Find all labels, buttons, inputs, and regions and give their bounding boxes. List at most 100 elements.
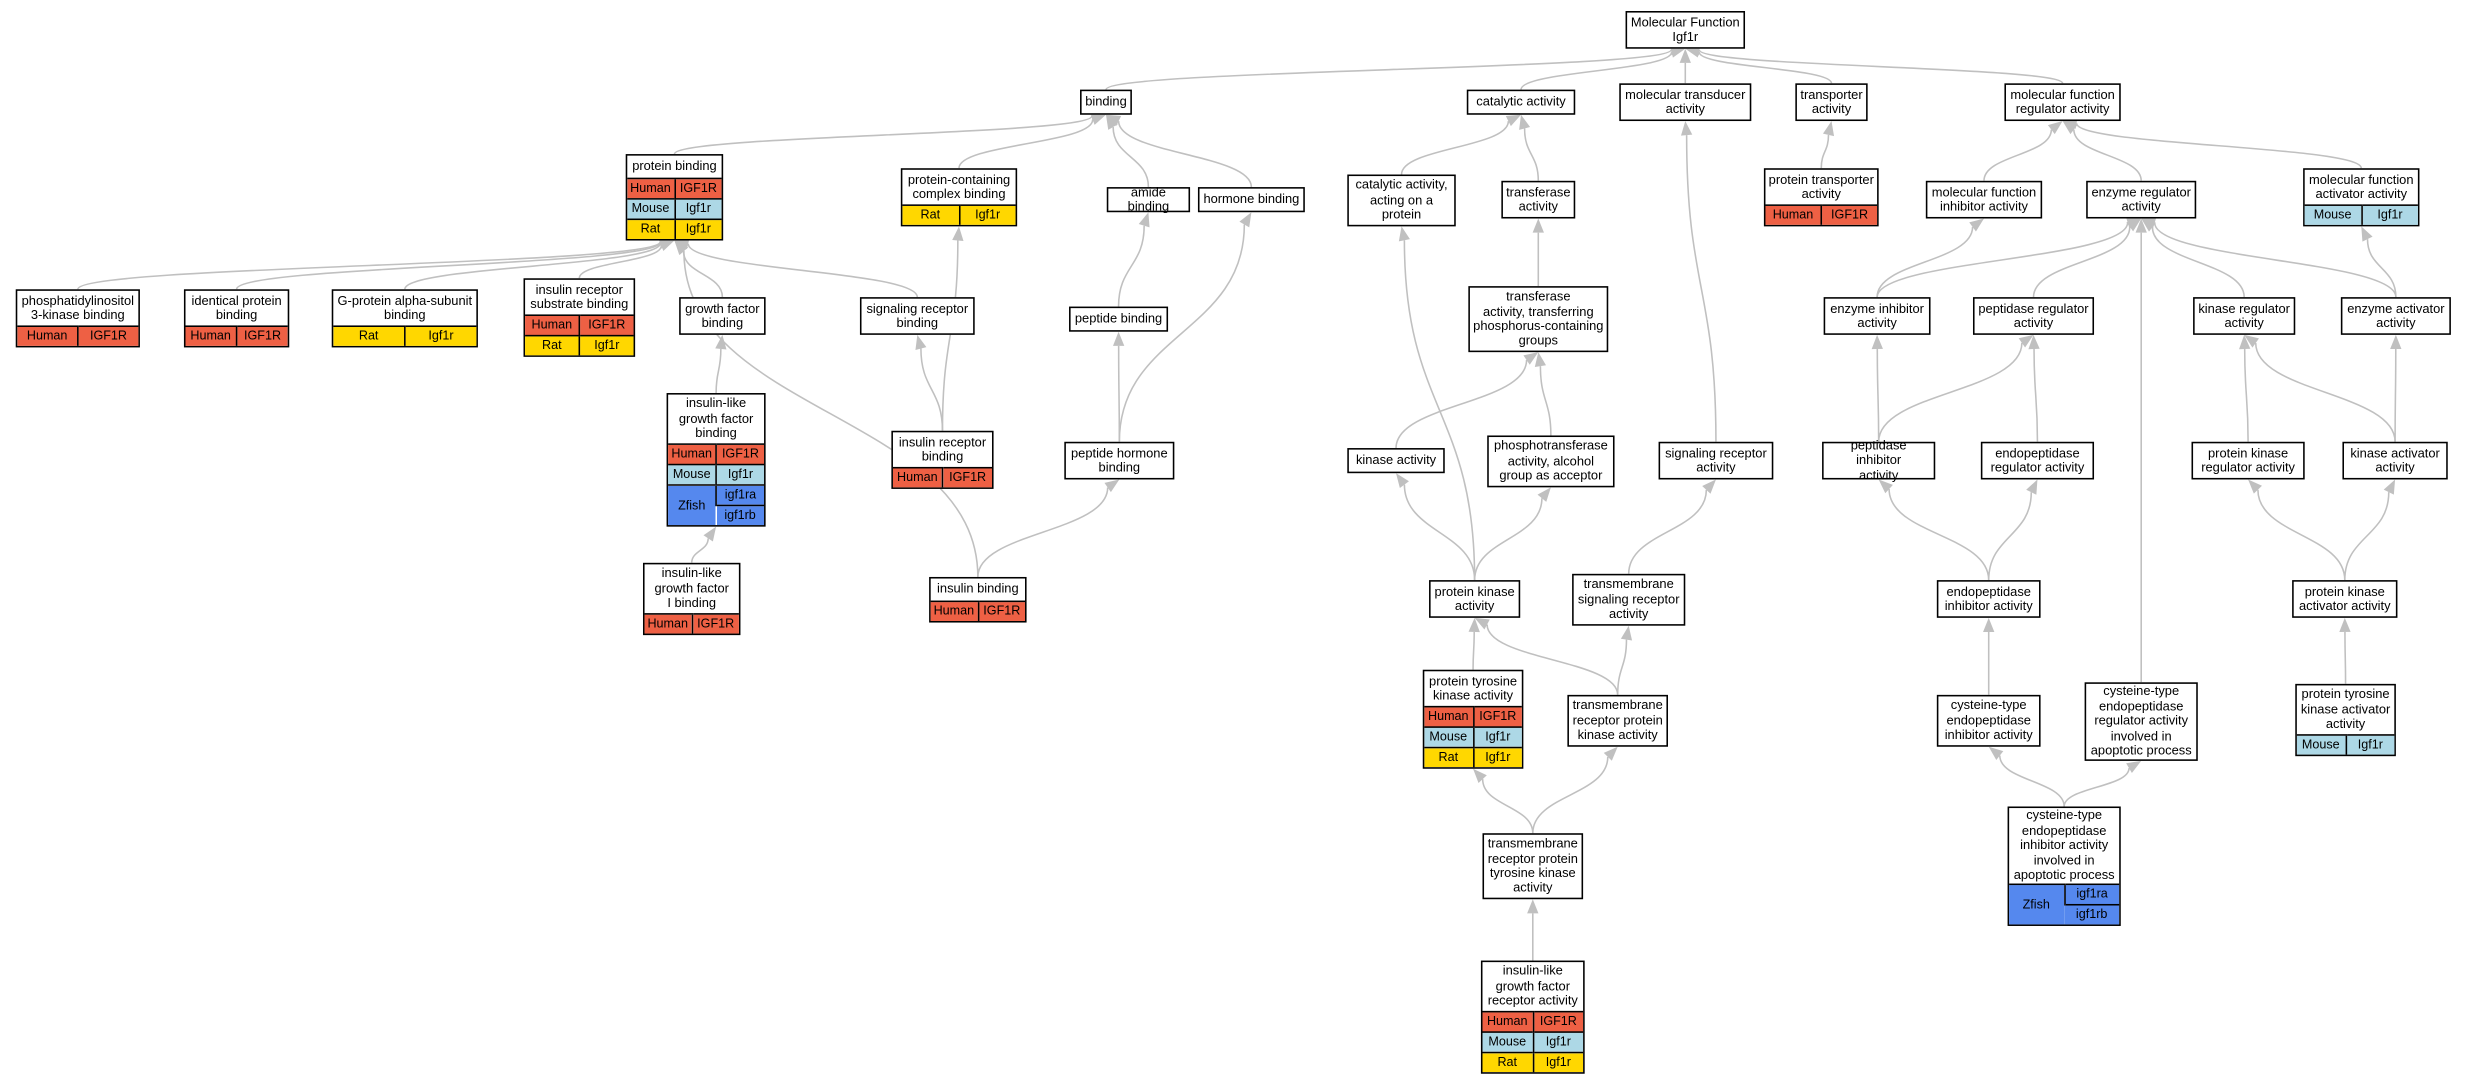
- species-cell: Mouse: [2296, 734, 2346, 755]
- edge: [578, 245, 663, 279]
- go-term-label: transmembrane receptor protein tyrosine …: [1487, 836, 1578, 896]
- arrowhead: [1969, 218, 1984, 232]
- go-term-label: transmembrane receptor protein kinase ac…: [1572, 698, 1663, 743]
- go-term-node: amide binding: [1106, 184, 1191, 214]
- arrowhead: [952, 226, 964, 241]
- go-term-label: protein-containing complex binding: [907, 172, 1011, 202]
- go-term-label: molecular function activator activity: [2309, 172, 2414, 202]
- arrowhead: [2126, 760, 2142, 773]
- arrowhead: [659, 240, 675, 252]
- edge: [1520, 51, 1673, 90]
- gene-cell: igf1rb: [716, 504, 765, 526]
- edge: [1616, 639, 1628, 695]
- gene-cell: IGF1R: [1472, 705, 1522, 728]
- gene-cell: Igf1r: [673, 218, 722, 239]
- gene-cell: IGF1R: [1532, 1010, 1584, 1033]
- go-term-node: kinase activator activity: [2342, 441, 2448, 480]
- go-term-label: phosphatidylinositol 3-kinase binding: [21, 293, 134, 323]
- go-term-node: catalytic activity: [1466, 89, 1576, 115]
- arrowhead: [2028, 334, 2040, 350]
- arrowhead: [1473, 768, 1487, 783]
- arrowhead: [2339, 617, 2351, 633]
- go-term-label: enzyme inhibitor activity: [1830, 301, 1924, 331]
- arrowhead: [1983, 617, 1995, 632]
- edge: [1532, 756, 1609, 834]
- arrowhead: [1505, 114, 1522, 127]
- gene-cell: Igf1r: [1532, 1031, 1584, 1053]
- arrowhead: [2135, 218, 2147, 233]
- gene-cell: Igf1r: [2360, 204, 2418, 225]
- edge: [2033, 348, 2039, 442]
- go-term-node: protein tyrosine kinase activator activi…: [2295, 683, 2396, 757]
- arrowhead: [2018, 334, 2034, 348]
- species-cell: Rat: [627, 218, 675, 239]
- edge: [1117, 225, 1145, 307]
- go-term-label: transmembrane signaling receptor activit…: [1577, 577, 1680, 622]
- edge: [1999, 755, 2065, 807]
- arrowhead: [1822, 121, 1835, 137]
- edge: [2151, 227, 2245, 298]
- go-term-node: cysteine-type endopeptidase inhibitor ac…: [2007, 806, 2121, 926]
- go-term-node: peptide binding: [1069, 306, 1169, 332]
- edge: [690, 538, 709, 563]
- go-term-label: signaling receptor activity: [1665, 445, 1767, 475]
- arrowhead: [1532, 218, 1544, 233]
- go-term-node: molecular function inhibitor activity: [1925, 180, 2043, 219]
- go-term-node: transmembrane receptor protein kinase ac…: [1567, 694, 1668, 747]
- species-cell: Mouse: [627, 198, 675, 220]
- go-term-label: endopeptidase inhibitor activity: [1944, 584, 2033, 614]
- edge: [1117, 120, 1253, 188]
- arrowhead: [1239, 212, 1252, 228]
- edge: [77, 240, 662, 290]
- species-cell: Rat: [902, 204, 959, 225]
- go-term-label: identical protein binding: [191, 293, 282, 323]
- go-term-node: protein kinase activator activity: [2292, 580, 2398, 618]
- gene-cell: Igf1r: [578, 334, 634, 356]
- species-cell: Rat: [333, 325, 405, 346]
- edge: [941, 240, 959, 431]
- arrowhead: [1620, 625, 1633, 641]
- edge: [1112, 126, 1150, 188]
- go-term-label: protein kinase activity: [1434, 584, 1515, 614]
- gene-cell: IGF1R: [977, 600, 1026, 621]
- arrowhead: [1670, 46, 1686, 58]
- go-term-label: amide binding: [1127, 184, 1170, 214]
- go-term-label: protein kinase regulator activity: [2201, 445, 2295, 475]
- gene-cell: igf1rb: [2064, 903, 2120, 925]
- go-term-node: enzyme activator activity: [2340, 297, 2451, 335]
- go-term-label: enzyme activator activity: [2347, 301, 2445, 331]
- edge: [1876, 349, 1880, 442]
- edge: [1888, 489, 1990, 581]
- species-cell: Human: [17, 325, 78, 346]
- edge: [1876, 222, 2129, 298]
- arrowhead: [2390, 334, 2402, 350]
- edge: [1403, 240, 1476, 581]
- go-term-label: transferase activity, transferring phosp…: [1473, 289, 1604, 349]
- go-term-node: signaling receptor binding: [859, 297, 975, 335]
- edge: [1473, 498, 1543, 581]
- edge: [1105, 49, 1672, 91]
- go-term-label: cysteine-type endopeptidase inhibitor ac…: [2013, 808, 2115, 883]
- go-term-node: signaling receptor activity: [1658, 441, 1774, 480]
- arrowhead: [2239, 334, 2251, 350]
- species-cell: Mouse: [1424, 726, 1474, 748]
- gene-cell: IGF1R: [690, 613, 739, 634]
- species-cell: Rat: [525, 334, 580, 356]
- go-term-label: catalytic activity, acting on a protein: [1355, 178, 1448, 222]
- go-term-label: signaling receptor binding: [866, 301, 969, 331]
- arrowhead: [2383, 479, 2396, 495]
- gene-cell: IGF1R: [941, 466, 992, 488]
- gene-cell: IGF1R: [715, 443, 765, 465]
- arrowhead: [1396, 473, 1409, 488]
